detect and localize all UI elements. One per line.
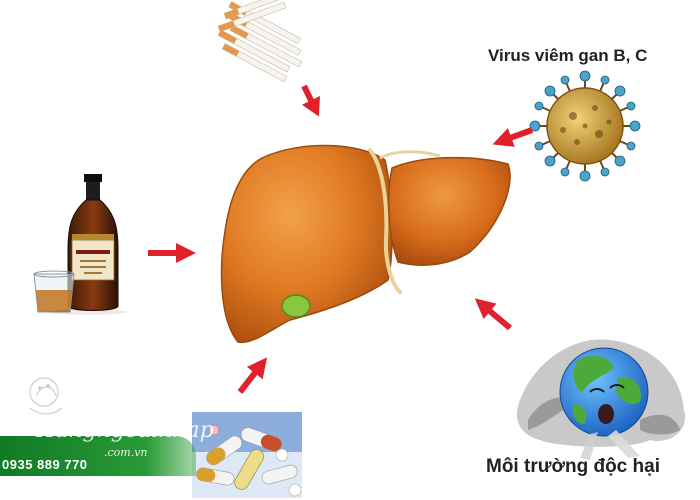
watermark-phone: 0935 889 770 [2,457,88,472]
arrow-from-virus [492,127,534,147]
arrow-from-cigarettes [301,84,321,117]
virus-icon [529,70,641,182]
arrow-from-pills [237,357,268,394]
liver-ligament [368,148,402,294]
cigarettes-icon [217,0,303,83]
liver-icon [220,144,511,344]
virus-label: Virus viêm gan B, C [488,46,648,65]
arrow-from-liquor [148,243,196,263]
liquor-bottle-icon [33,174,128,315]
pills-icon [192,412,302,498]
liver-ligament-top [379,150,441,160]
polluted-earth-icon [516,339,686,460]
liver-right-lobe [387,156,511,266]
liver-left-lobe [220,144,393,344]
arrow-from-environment [474,298,512,331]
watermark-domain: .com.vn [104,446,148,459]
watermark-banner [0,377,196,476]
watermark-logo-icon [29,377,63,415]
gallbladder-icon [281,294,311,318]
environment-label: Môi trường độc hại [486,456,660,477]
watermark-brand: Hangngoainhap [36,418,214,443]
